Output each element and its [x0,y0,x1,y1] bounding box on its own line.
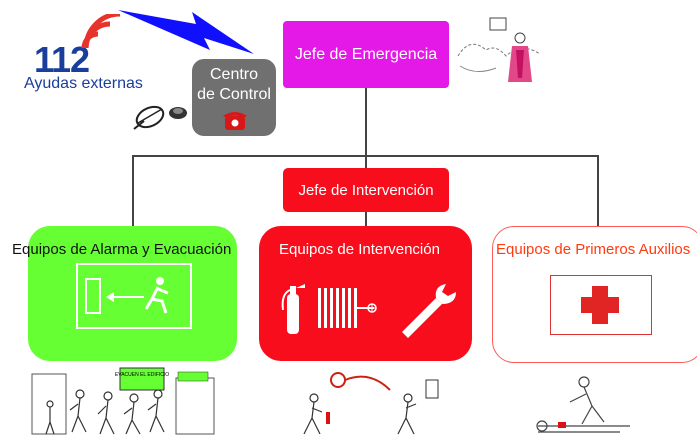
alarm-evacuation-team-box [28,226,237,361]
telephone-icon [223,112,247,130]
wrench-icon [402,284,456,338]
lightning-bolt-icon [118,10,254,54]
emergency-number: 112 [34,39,90,80]
fire-extinguisher-icon [281,284,305,334]
control-center-line2: de Control [197,86,271,103]
exit-sign-icon [76,263,192,329]
connector-center-down [365,212,367,226]
connector-right-down [597,155,599,226]
first-aid-team-label: Equipos de Primeros Auxilios [496,241,691,258]
red-cross-icon [550,275,652,335]
radio-waves-icon [81,14,121,49]
intervention-chief-box: Jefe de Intervención [283,168,449,212]
walkie-talkie-icon [133,105,187,130]
connector-horizontal [132,155,598,157]
emergency-chief-illustration [457,17,541,82]
firefighting-scene-illustration [303,372,439,435]
intervention-team-label: Equipos de Intervención [279,241,440,258]
control-center-line1: Centro [209,66,259,83]
fire-hose-icon [318,288,377,328]
external-help-label: Ayudas externas [24,75,143,92]
alarm-evacuation-team-label: Equipos de Alarma y Evacuación [12,241,232,258]
first-aid-scene-illustration [536,376,630,433]
evacuation-scene-illustration: EVACUEN EL EDIFICIO [31,367,215,435]
emergency-chief-box: Jefe de Emergencia [283,21,449,88]
evacuation-banner-text: EVACUEN EL EDIFICIO [115,372,169,378]
connector-left-down [132,155,134,226]
connector-chief-down [365,88,367,168]
